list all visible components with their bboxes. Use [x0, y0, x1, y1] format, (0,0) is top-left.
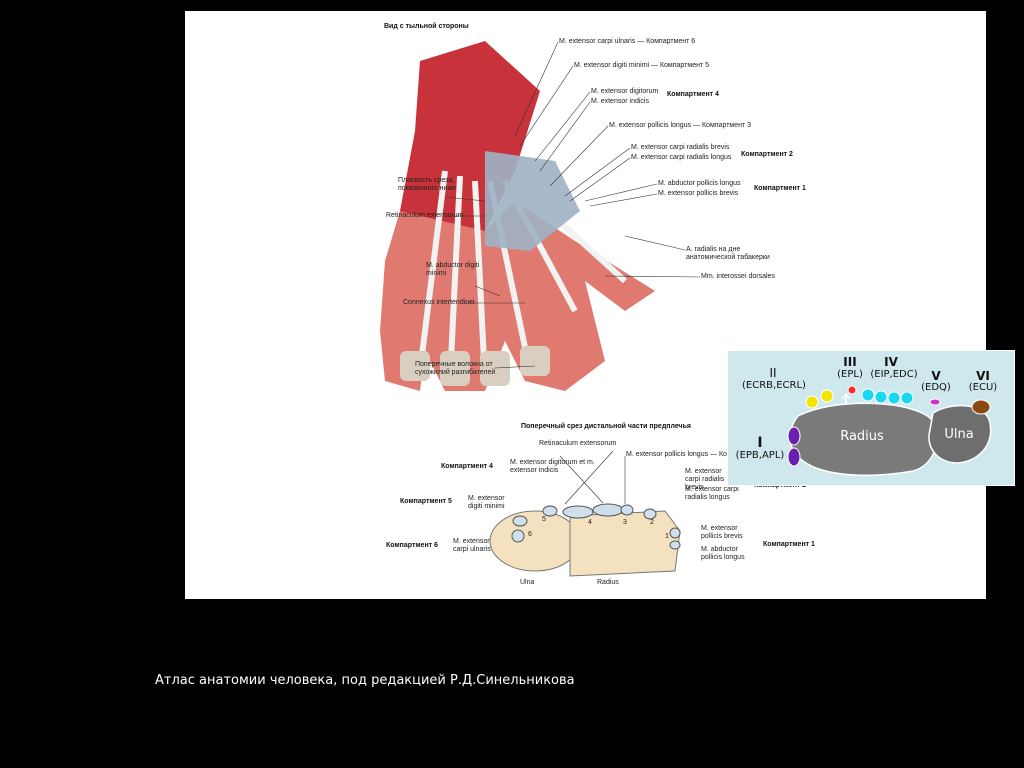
section-label-comp1: Компартмент 1 — [763, 541, 815, 548]
label-fibers: Поперечные волокна от сухожилий разгибат… — [415, 361, 496, 376]
inset-roman-1: I — [757, 435, 763, 451]
ulna-bone — [928, 404, 992, 464]
label-ecu: M. extensor carpi ulnaris — Компартмент … — [559, 38, 696, 45]
label-comp4: Компартмент 4 — [667, 91, 719, 98]
section-num-1: 1 — [665, 533, 669, 540]
section-label-edm: M. extensor digiti minimi — [468, 495, 505, 510]
comp2-tendon-b — [820, 389, 834, 403]
inset-abbr-2: (ECRB,ECRL) — [742, 380, 806, 391]
section-label-ulna: Ulna — [520, 579, 535, 586]
label-ecrb: M. extensor carpi radialis brevis — [631, 144, 730, 151]
section-label-comp4: Компартмент 4 — [441, 463, 493, 470]
comp2-tendon-a — [805, 395, 819, 409]
section-num-5: 5 — [542, 516, 546, 523]
section-label-comp6: Компартмент 6 — [386, 542, 438, 549]
inset-roman-5: V — [931, 369, 941, 383]
inset-ulna-label: Ulna — [944, 427, 974, 442]
comp3-tendon — [847, 385, 857, 395]
label-edm: M. extensor digiti minimi — Компартмент … — [574, 62, 709, 69]
label-comp1: Компартмент 1 — [754, 185, 806, 192]
comp1-tendon-a — [787, 426, 801, 446]
comp4-tendon-c — [887, 391, 901, 405]
inset-abbr-1: (EPB,APL) — [735, 450, 785, 461]
source-caption: Атлас анатомии человека, под редакцией Р… — [155, 673, 575, 688]
inset-radius-label: Radius — [840, 429, 884, 444]
section-label-epb: M. extensor pollicis brevis — [701, 525, 743, 540]
label-plane: Плоскость среза, показанного ниже — [398, 177, 457, 192]
atlas-page: Вид с тыльной стороны M. extensor carpi … — [185, 11, 986, 599]
top-view-title: Вид с тыльной стороны — [384, 23, 469, 30]
tendons — [417, 170, 628, 382]
label-a-radialis: A. radialis на дне анатомической табакер… — [686, 246, 770, 261]
label-connexus: Connexus intertendinei — [403, 299, 475, 306]
inset-abbr-6: (ECU) — [968, 382, 998, 393]
retinaculum — [485, 151, 580, 251]
section-label-epl: M. extensor pollicis longus — Ком — [626, 451, 732, 458]
label-ecrl: M. extensor carpi radialis longus — [631, 154, 732, 161]
label-apl: M. abductor pollicis longus — [658, 180, 741, 187]
inset-abbr-3: (EPL) — [837, 369, 863, 380]
comp4-tendon-b — [874, 390, 888, 404]
section-label-apl: M. abductor pollicis longus — [701, 546, 745, 561]
section-label-retinaculum: Retinaculum extensorum — [539, 440, 617, 447]
inset-abbr-4: (EIP,EDC) — [870, 369, 918, 380]
label-ed: M. extensor digitorum — [591, 88, 659, 95]
section-num-6: 6 — [528, 531, 532, 538]
label-adm: M. abductor digiti minimi — [426, 262, 480, 277]
section-label-ecrl: M. extensor carpi radialis longus — [685, 486, 739, 501]
finger-bones — [400, 346, 550, 386]
section-num-2: 2 — [650, 519, 654, 526]
section-label-ecu: M. extensor carpi ulnaris — [453, 538, 491, 553]
label-interossei: Mm. interossei dorsales — [701, 273, 775, 280]
compartments-inset: I (EPB,APL) II (ECRB,ECRL) III (EPL) IV … — [727, 350, 1015, 486]
section-label-ed: M. extensor digitorum et m. extensor ind… — [510, 459, 595, 474]
section-title: Поперечный срез дистальной части предпле… — [521, 423, 692, 430]
inset-roman-4: IV — [884, 355, 898, 369]
forearm-muscles — [400, 41, 540, 251]
inset-abbr-5: (EDQ) — [921, 382, 951, 393]
comp4-tendon-d — [900, 391, 914, 405]
inset-roman-2: II — [769, 366, 777, 380]
section-label-comp5: Компартмент 5 — [400, 498, 452, 505]
section-label-ecrb: M. extensor carpi radialis brevis — [685, 468, 725, 491]
label-ei: M. extensor indicis — [591, 98, 649, 105]
label-retinaculum: Retinaculum extensorum — [386, 212, 464, 219]
label-epb: M. extensor pollicis brevis — [658, 190, 739, 197]
section-num-3: 3 — [623, 519, 627, 526]
inset-diagram — [787, 385, 992, 477]
inset-roman-3: III — [843, 355, 857, 369]
comp5-tendon — [929, 398, 941, 406]
comp6-tendon — [971, 399, 991, 415]
label-epl: M. extensor pollicis longus — Компартмен… — [609, 122, 752, 129]
leader-lines — [444, 41, 701, 505]
hand-dorsal-illustration — [380, 41, 701, 577]
section-num-4: 4 — [588, 519, 592, 526]
label-comp2: Компартмент 2 — [741, 151, 793, 158]
listers-tubercle-arrow — [841, 392, 851, 405]
comp1-tendon-b — [787, 447, 801, 467]
cross-section-illustration — [489, 503, 681, 577]
inset-roman-6: VI — [976, 369, 990, 383]
section-label-radius: Radius — [597, 579, 619, 586]
comp4-tendon-a — [861, 388, 875, 402]
